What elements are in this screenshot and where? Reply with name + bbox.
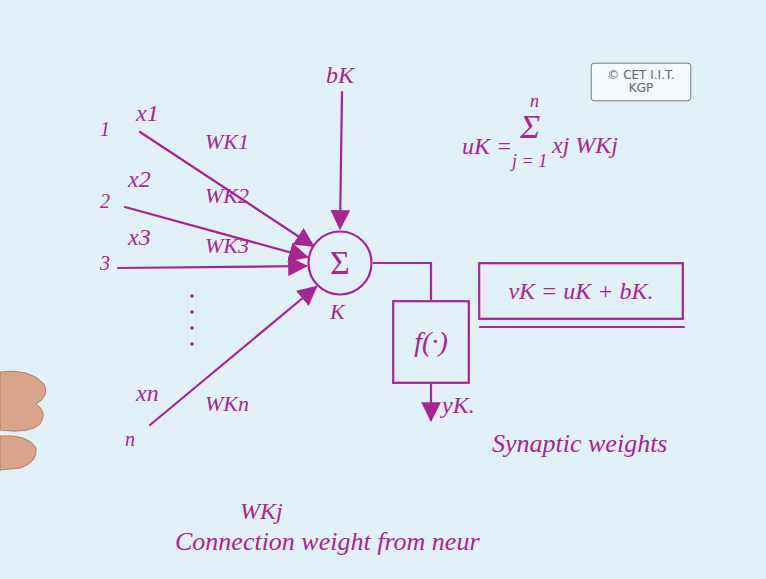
- output-arrow: [430, 384, 432, 420]
- hand: [0, 436, 36, 470]
- neuron-index: K: [330, 300, 345, 324]
- ellipsis-dot: [190, 310, 194, 314]
- node-text: Σ: [330, 244, 350, 281]
- node-text: © CET I.I.T. KGP: [600, 69, 682, 95]
- input-number: n: [125, 428, 135, 450]
- box-underline: [480, 326, 684, 328]
- connector: [373, 263, 431, 300]
- equation-part: j = 1: [512, 152, 547, 172]
- equation-part: Σ: [520, 108, 540, 145]
- ellipsis-dot: [190, 326, 194, 330]
- summing-junction: Σ: [307, 230, 373, 296]
- activation-box: f(·): [392, 300, 470, 384]
- input-number: 1: [100, 118, 110, 140]
- equation-part: xj WKj: [552, 132, 618, 158]
- input-signal: x3: [128, 224, 151, 250]
- equation-part: uK =: [462, 133, 512, 159]
- equation-box: vK = uK + bK.: [478, 262, 684, 320]
- weight-label: WKn: [205, 392, 249, 416]
- note: Connection weight from neur: [175, 528, 480, 557]
- ellipsis-dot: [190, 342, 194, 346]
- input-number: 2: [100, 190, 110, 212]
- ellipsis-dot: [190, 294, 194, 298]
- copyright-box: © CET I.I.T. KGP: [590, 62, 692, 102]
- bias-arrow: [340, 92, 342, 228]
- bias-label: bK: [326, 62, 354, 88]
- weight-label: WK1: [205, 130, 249, 154]
- input-number: 3: [100, 252, 110, 274]
- input-signal: x2: [128, 166, 151, 192]
- node-text: f(·): [414, 327, 447, 358]
- weight-label: WK3: [205, 234, 249, 258]
- note: WKj: [240, 498, 283, 524]
- input-arrow: [150, 287, 316, 425]
- node-text: vK = uK + bK.: [508, 278, 653, 304]
- hand: [0, 371, 46, 431]
- input-arrow: [118, 266, 306, 268]
- output-label: yK.: [442, 392, 475, 418]
- note: Synaptic weights: [492, 430, 667, 459]
- input-signal: xn: [136, 380, 159, 406]
- weight-label: WK2: [205, 184, 249, 208]
- input-signal: x1: [136, 100, 159, 126]
